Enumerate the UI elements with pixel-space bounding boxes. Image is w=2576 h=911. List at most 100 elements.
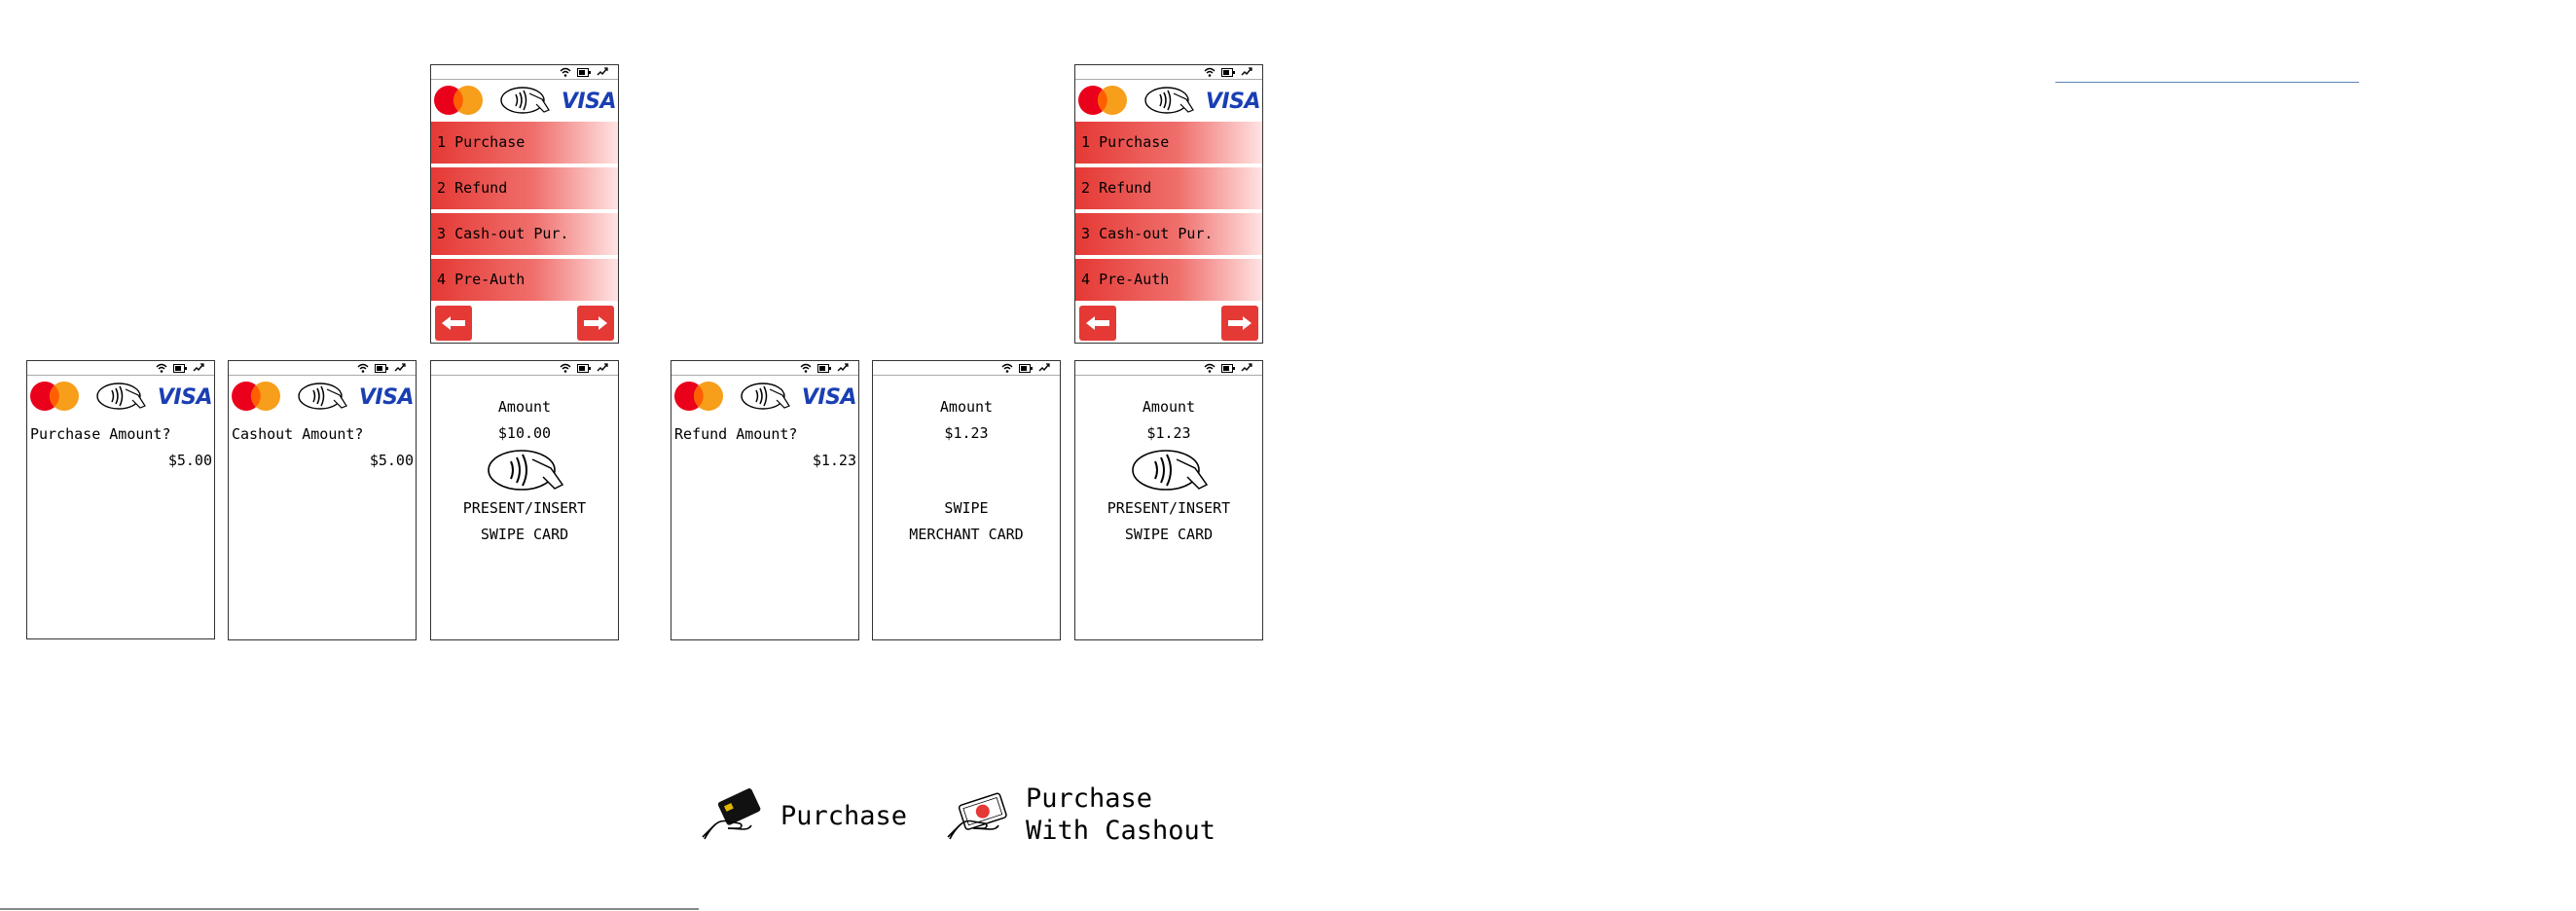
menu-item-cashout[interactable]: 3 Cash-out Pur. [431, 213, 618, 255]
wifi-icon [1001, 363, 1013, 373]
wifi-icon [800, 363, 812, 373]
instruction-line-1: PRESENT/INSERT [1107, 499, 1231, 517]
arrow-right-icon [1228, 316, 1252, 330]
bottom-divider [0, 908, 699, 910]
legend-purchase: Purchase [780, 801, 908, 831]
instruction-line-1: PRESENT/INSERT [462, 499, 587, 517]
mastercard-logo [30, 382, 79, 411]
visa-logo: VISA [1205, 90, 1261, 114]
signal-icon [597, 67, 608, 76]
menu-screen-2: VISA 1 Purchase 2 Refund 3 Cash-out Pur.… [1074, 64, 1263, 344]
card-present-screen-2: Amount $1.23 PRESENT/INSERT SWIPE CARD [1074, 360, 1263, 640]
menu-screen-1: VISA 1 Purchase 2 Refund 3 Cash-out Pur.… [430, 64, 619, 344]
instruction-line-2: SWIPE CARD [1124, 526, 1214, 543]
wifi-icon [1204, 67, 1215, 77]
cashout-amount-screen: VISA Cashout Amount? $5.00 [228, 360, 417, 640]
signal-icon [193, 363, 204, 372]
back-button[interactable] [435, 306, 472, 341]
status-bar [27, 361, 214, 376]
amount-title: Amount [939, 398, 994, 416]
instruction-line-2: MERCHANT CARD [909, 526, 1024, 543]
visa-logo: VISA [358, 385, 415, 410]
contactless-icon [488, 450, 564, 491]
battery-icon [1221, 67, 1235, 77]
purchase-amount-screen: VISA Purchase Amount? $5.00 [26, 360, 215, 639]
menu-item-purchase[interactable]: 1 Purchase [431, 122, 618, 164]
forward-button[interactable] [577, 306, 614, 341]
signal-icon [837, 363, 849, 372]
signal-icon [394, 363, 406, 372]
amount-prompt: Cashout Amount? [232, 425, 364, 443]
status-bar [671, 361, 858, 376]
visa-logo: VISA [801, 385, 857, 410]
menu-item-purchase[interactable]: 1 Purchase [1075, 122, 1262, 164]
amount-prompt: Purchase Amount? [30, 425, 171, 443]
menu-item-refund[interactable]: 2 Refund [431, 167, 618, 209]
instruction-line-2: SWIPE CARD [480, 526, 569, 543]
mastercard-logo [674, 382, 723, 411]
card-logos: VISA [1075, 83, 1262, 118]
contactless-icon [1132, 450, 1209, 491]
amount-value: $1.23 [1146, 424, 1191, 442]
visa-logo: VISA [561, 90, 617, 114]
signal-icon [597, 363, 608, 372]
amount-value[interactable]: $1.23 [812, 452, 856, 469]
cash-hand-icon [947, 792, 1007, 840]
status-bar [229, 361, 416, 376]
contactless-icon [1144, 87, 1194, 114]
amount-title: Amount [497, 398, 552, 416]
amount-title: Amount [1142, 398, 1196, 416]
amount-value[interactable]: $5.00 [167, 452, 212, 469]
mastercard-logo [434, 86, 483, 115]
menu-item-refund[interactable]: 2 Refund [1075, 167, 1262, 209]
card-logos: VISA [671, 379, 858, 414]
amount-value: $10.00 [497, 424, 552, 442]
swipe-merchant-screen: Amount $1.23 SWIPE MERCHANT CARD [872, 360, 1061, 640]
card-logos: VISA [431, 83, 618, 118]
card-present-screen-1: Amount $10.00 PRESENT/INSERT SWIPE CARD [430, 360, 619, 640]
arrow-right-icon [584, 316, 607, 330]
battery-icon [173, 363, 187, 373]
battery-icon [1019, 363, 1033, 373]
contactless-icon [741, 383, 790, 410]
menu-item-cashout[interactable]: 3 Cash-out Pur. [1075, 213, 1262, 255]
wifi-icon [1204, 363, 1215, 373]
menu-item-preauth[interactable]: 4 Pre-Auth [1075, 259, 1262, 301]
arrow-left-icon [1086, 316, 1109, 330]
signal-icon [1038, 363, 1050, 372]
wifi-icon [156, 363, 167, 373]
battery-icon [577, 67, 591, 77]
status-bar [1075, 65, 1262, 80]
status-bar [873, 361, 1060, 376]
battery-icon [817, 363, 831, 373]
contactless-icon [96, 383, 146, 410]
menu-item-preauth[interactable]: 4 Pre-Auth [431, 259, 618, 301]
card-logos: VISA [229, 379, 416, 414]
battery-icon [375, 363, 388, 373]
contactless-icon [500, 87, 550, 114]
wifi-icon [560, 67, 571, 77]
mastercard-logo [232, 382, 280, 411]
signal-icon [1241, 363, 1252, 372]
amount-value: $1.23 [944, 424, 989, 442]
status-bar [1075, 361, 1262, 376]
top-right-divider [2055, 82, 2359, 83]
legend-cashout: Purchase With Cashout [1026, 783, 1216, 846]
wifi-icon [357, 363, 369, 373]
battery-icon [1221, 363, 1235, 373]
card-hand-icon [702, 788, 761, 840]
signal-icon [1241, 67, 1252, 76]
amount-value[interactable]: $5.00 [369, 452, 414, 469]
amount-prompt: Refund Amount? [674, 425, 798, 443]
mastercard-logo [1078, 86, 1127, 115]
wifi-icon [560, 363, 571, 373]
refund-amount-screen: VISA Refund Amount? $1.23 [671, 360, 859, 640]
contactless-icon [298, 383, 347, 410]
status-bar [431, 65, 618, 80]
visa-logo: VISA [157, 385, 213, 410]
status-bar [431, 361, 618, 376]
forward-button[interactable] [1221, 306, 1258, 341]
instruction-line-1: SWIPE [944, 499, 989, 517]
card-logos: VISA [27, 379, 214, 414]
back-button[interactable] [1079, 306, 1116, 341]
